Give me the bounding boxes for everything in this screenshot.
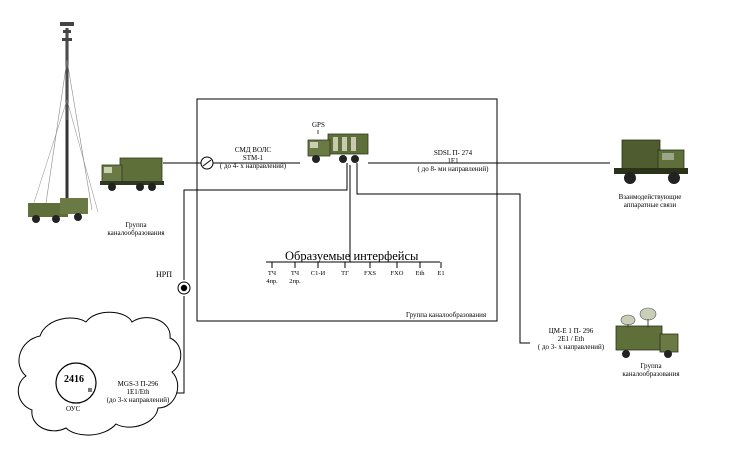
- gps-label: GPS: [312, 121, 325, 129]
- group-right-line-2: каналообразования: [622, 370, 680, 378]
- channel-group-frame: [196, 98, 498, 322]
- interface-ticks: [271, 262, 442, 268]
- nrp-label: НРП: [156, 270, 173, 279]
- frame-caption: Группа каналообразования: [406, 311, 487, 319]
- mgs-line-2: 1E1/Eth: [126, 388, 150, 396]
- group-left-line-1: Группа: [125, 221, 147, 229]
- interface-item: E1: [429, 270, 453, 278]
- interface-name: ТГ: [341, 270, 349, 277]
- interface-name: FXO: [390, 270, 404, 277]
- interface-item: Eth: [408, 270, 432, 278]
- interface-item: ТГ: [333, 270, 357, 278]
- satellite-truck-icon: [615, 307, 679, 358]
- interface-name: FXS: [364, 270, 376, 277]
- interact-line-2: аппаратные связи: [623, 201, 677, 209]
- interface-item: FXO: [385, 270, 409, 278]
- smd-line-2: STM-1: [242, 154, 264, 162]
- interface-item: FXS: [358, 270, 382, 278]
- smd-line-1: СМД ВОЛС: [234, 146, 272, 154]
- group-left-line-2: каналообразования: [107, 229, 165, 237]
- center-truck-icon: [307, 130, 369, 163]
- mgs-line-1: MGS-3 П-296: [117, 380, 159, 388]
- nrp-node-icon: [177, 281, 191, 295]
- group-right-label: Группа каналообразования: [612, 362, 690, 378]
- sdsl-label: SDSL П- 274 1E1 ( до 8- ми направлений): [408, 149, 498, 173]
- interface-subtitle: 2пр.: [289, 278, 301, 285]
- interface-item: C1-И: [306, 270, 330, 278]
- interface-name: Eth: [415, 270, 425, 277]
- sdsl-line-3: ( до 8- ми направлений): [417, 165, 489, 173]
- sdsl-line-1: SDSL П- 274: [433, 149, 473, 157]
- interfaces-title: Образуемые интерфейсы: [285, 249, 419, 263]
- cme-line-2: 2E1 / Eth: [557, 335, 585, 343]
- connection-lines: [163, 162, 610, 394]
- group-left-label: Группа каналообразования: [96, 221, 176, 237]
- ous-label: ОУС: [66, 405, 81, 413]
- interface-name: C1-И: [310, 270, 326, 277]
- cme-label: ЦМ-Е 1 П- 296 2E1 / Eth ( до 3- х направ…: [530, 327, 612, 351]
- sdsl-line-2: 1E1: [447, 157, 459, 165]
- node-number: 2416: [64, 374, 84, 385]
- antenna-mast-vehicle-icon: [28, 22, 99, 223]
- group-right-line-1: Группа: [640, 362, 662, 370]
- left-truck-icon: [100, 157, 164, 191]
- interact-label: Взаимодействующие аппаратные связи: [605, 193, 695, 209]
- node-2416-circle: [55, 362, 97, 404]
- mgs-label: MGS-3 П-296 1E1/Eth (до 3-х направлений): [98, 380, 178, 404]
- cme-line-3: ( до 3- х направлений): [537, 343, 605, 351]
- interface-subtitle: 4пр.: [266, 278, 278, 285]
- interface-name: ТЧ: [290, 270, 300, 277]
- cme-line-1: ЦМ-Е 1 П- 296: [548, 327, 594, 335]
- right-truck-icon: [614, 139, 688, 184]
- interface-name: E1: [437, 270, 445, 277]
- smd-line-3: ( до 4- х направлений): [219, 162, 287, 170]
- interface-name: ТЧ: [267, 270, 277, 277]
- smd-label: СМД ВОЛС STM-1 ( до 4- х направлений): [213, 146, 293, 170]
- mgs-line-3: (до 3-х направлений): [106, 396, 170, 404]
- optical-coupler-icon: [200, 156, 214, 170]
- mgs-marker: [88, 388, 92, 392]
- interact-line-1: Взаимодействующие: [618, 193, 682, 201]
- network-cloud: [17, 311, 182, 436]
